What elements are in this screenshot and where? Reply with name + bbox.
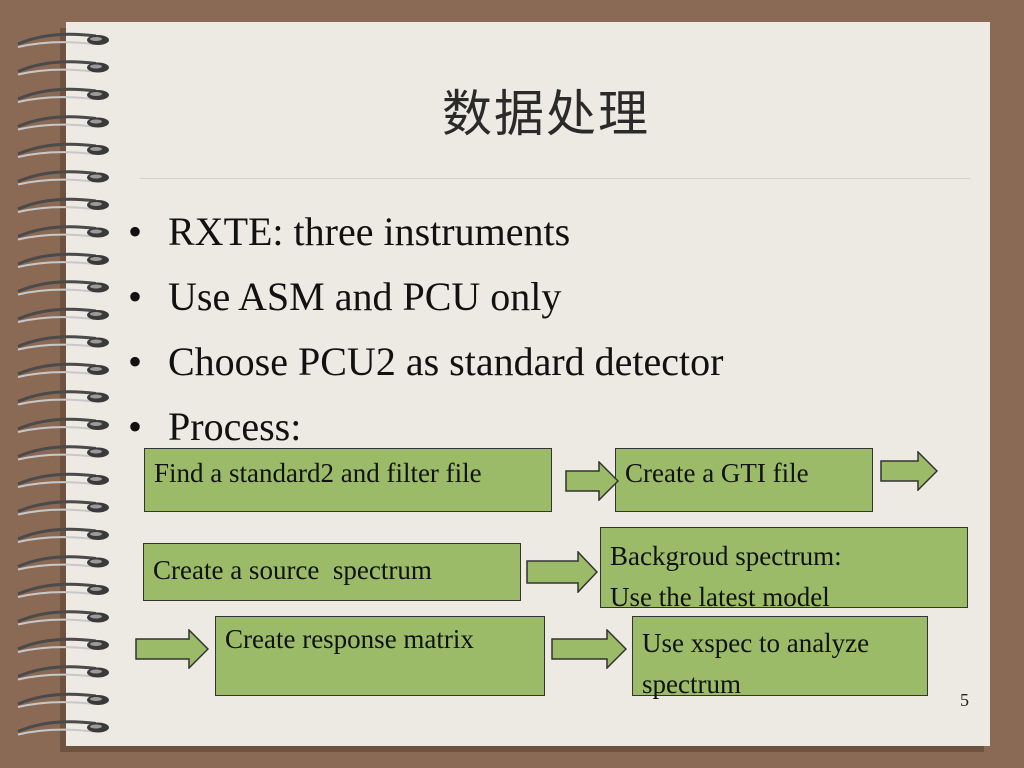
- bullet-item: • Use ASM and PCU only: [128, 271, 723, 336]
- step-create-gti: Create a GTI file: [615, 448, 873, 512]
- flow-arrow-1: [565, 461, 619, 501]
- step-xspec-analyze: Use xspec to analyze spectrum: [632, 616, 928, 699]
- step-label-line1: Use xspec to analyze: [642, 628, 870, 658]
- page-number: 5: [960, 690, 969, 710]
- step-label: Create a GTI file: [625, 458, 809, 488]
- step-label-line2: spectrum: [642, 669, 741, 699]
- step-label-line1: Backgroud spectrum:: [610, 541, 842, 571]
- step-find-standard2-filter: Find a standard2 and filter file: [144, 448, 552, 512]
- bullet-dot: •: [128, 339, 143, 384]
- step-label: Create response matrix: [225, 624, 474, 654]
- bullet-dot: •: [128, 274, 143, 319]
- title-divider: [140, 178, 970, 179]
- step-create-response-matrix: Create response matrix: [215, 616, 545, 696]
- bullet-item: • Choose PCU2 as standard detector: [128, 336, 723, 401]
- bullet-text: Use ASM and PCU only: [168, 274, 562, 319]
- step-create-source-spectrum: Create a source spectrum: [143, 543, 521, 601]
- step-background-spectrum: Backgroud spectrum: Use the latest model: [600, 527, 968, 612]
- bullet-dot: •: [128, 209, 143, 254]
- flow-arrow-3: [526, 551, 598, 593]
- bullet-item: • RXTE: three instruments: [128, 206, 723, 271]
- bullet-item: • Process:: [128, 401, 723, 466]
- bullet-text: RXTE: three instruments: [168, 209, 571, 254]
- step-label: Create a source spectrum: [153, 555, 432, 585]
- step-label: Find a standard2 and filter file: [154, 458, 482, 488]
- bullet-text: Choose PCU2 as standard detector: [168, 339, 724, 384]
- bullet-dot: •: [128, 404, 143, 449]
- slide-title: 数据处理: [442, 85, 650, 143]
- flow-arrow-2: [880, 451, 938, 491]
- bullet-text: Process:: [168, 404, 302, 449]
- flow-arrow-4: [135, 629, 209, 669]
- flow-arrow-5: [551, 629, 627, 669]
- bullet-list: • RXTE: three instruments • Use ASM and PC…: [128, 206, 723, 466]
- step-label-line2: Use the latest model: [610, 582, 830, 612]
